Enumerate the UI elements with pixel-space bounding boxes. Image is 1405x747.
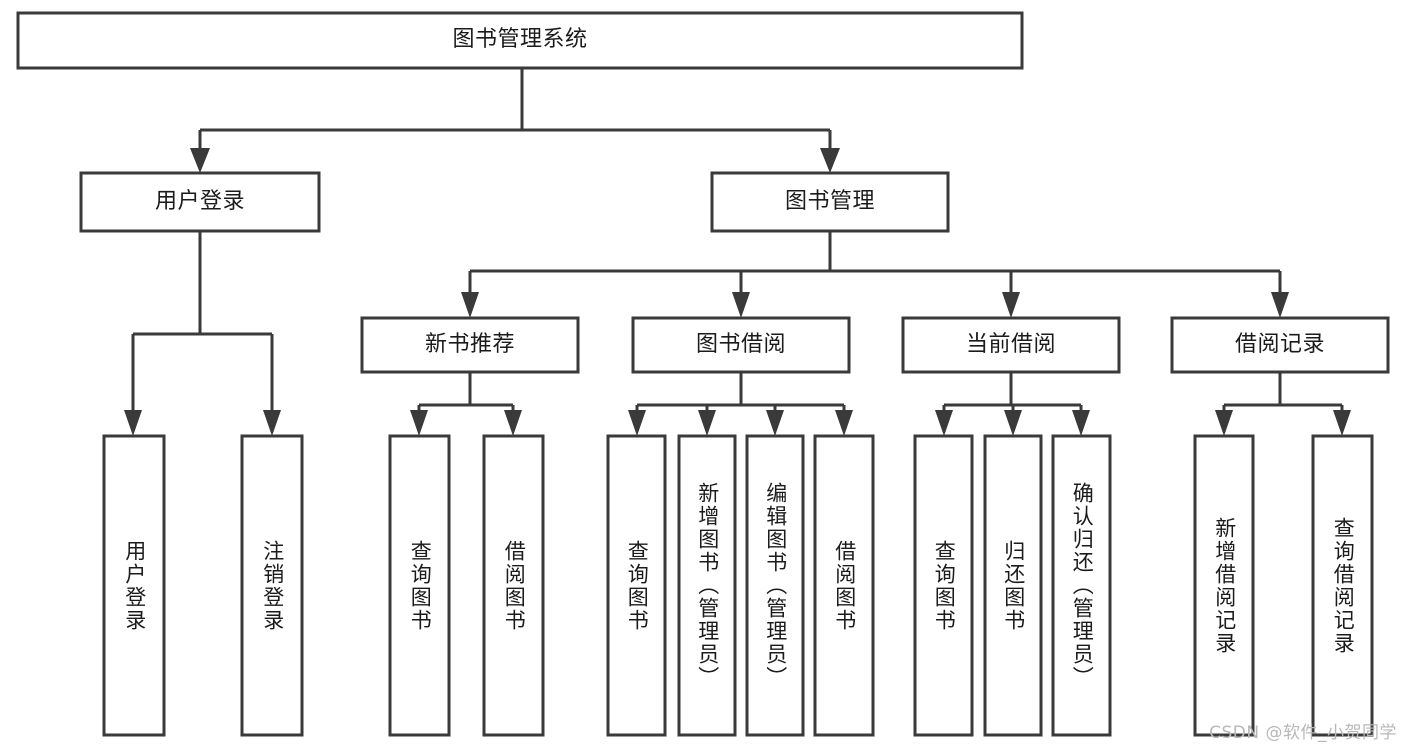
arrowhead-leaf-2	[410, 410, 428, 436]
node-box-leaf-6[interactable]	[745, 434, 805, 737]
node-box-leaf-3[interactable]	[482, 434, 545, 737]
arrowhead-new-book-recommend	[461, 292, 479, 318]
arrowhead-leaf-8	[935, 410, 953, 436]
arrowhead-leaf-10	[1072, 410, 1090, 436]
node-box-leaf-9[interactable]	[983, 434, 1043, 737]
node-box-leaf-0[interactable]	[102, 434, 166, 737]
arrowhead-leaf-4	[628, 410, 646, 436]
node-box-leaf-5[interactable]	[677, 434, 737, 737]
arrowhead-user-login	[190, 148, 210, 173]
node-box-leaf-11[interactable]	[1193, 434, 1255, 737]
node-box-current-borrow[interactable]	[901, 316, 1121, 374]
arrowhead-leaf-11	[1215, 410, 1233, 436]
node-box-book-borrow[interactable]	[631, 316, 851, 374]
arrowhead-leaf-5	[698, 410, 716, 436]
node-box-leaf-2[interactable]	[388, 434, 451, 737]
arrowhead-borrow-record	[1271, 292, 1289, 318]
node-box-new-book-recommend[interactable]	[360, 316, 580, 374]
node-box-leaf-4[interactable]	[606, 434, 667, 737]
node-box-leaf-7[interactable]	[813, 434, 875, 737]
node-box-book-management[interactable]	[710, 171, 950, 233]
arrowhead-leaf-9	[1004, 410, 1022, 436]
node-box-leaf-10[interactable]	[1051, 434, 1112, 737]
arrowhead-leaf-1	[263, 410, 281, 436]
arrowhead-book-management	[820, 148, 840, 173]
arrowhead-current-borrow	[1002, 292, 1020, 318]
arrowhead-leaf-12	[1333, 410, 1351, 436]
node-box-leaf-1[interactable]	[240, 434, 304, 737]
node-box-leaf-8[interactable]	[913, 434, 974, 737]
watermark-text: CSDN @软件_小贺同学	[1209, 723, 1397, 743]
arrowhead-leaf-0	[124, 410, 142, 436]
node-box-borrow-record[interactable]	[1170, 316, 1390, 374]
arrowhead-leaf-7	[835, 410, 853, 436]
node-box-root[interactable]	[16, 11, 1024, 70]
arrowhead-leaf-6	[766, 410, 784, 436]
node-box-user-login[interactable]	[79, 171, 321, 233]
node-box-leaf-12[interactable]	[1311, 434, 1374, 737]
arrowhead-book-borrow	[732, 292, 750, 318]
arrowhead-leaf-3	[504, 410, 522, 436]
